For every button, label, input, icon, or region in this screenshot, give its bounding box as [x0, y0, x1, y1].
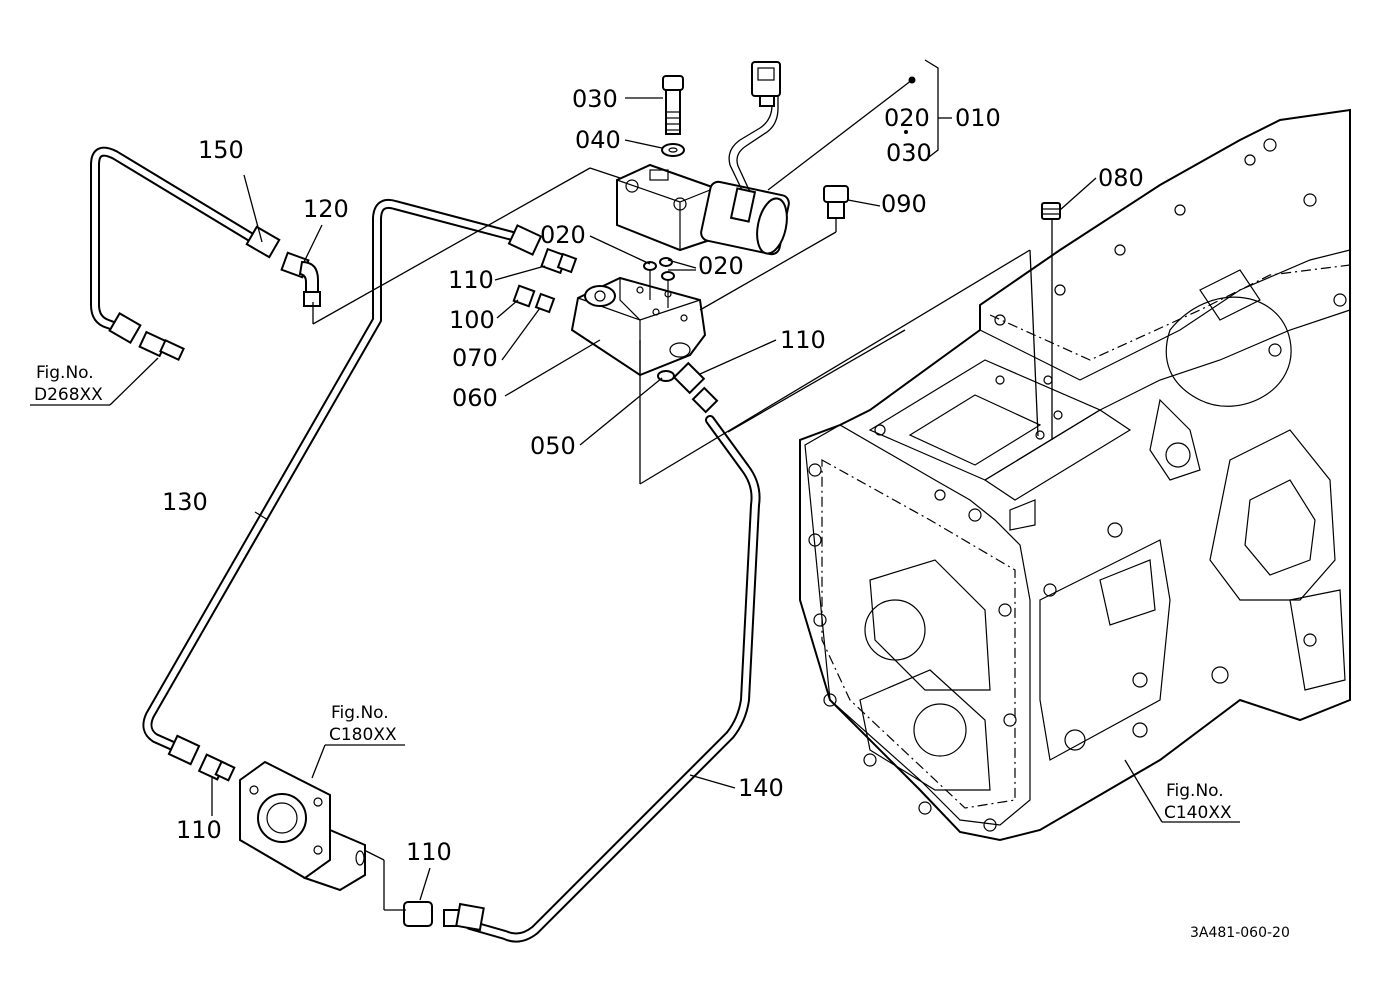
union-110-top [540, 247, 578, 275]
callout-100: 100 [449, 306, 495, 334]
callout-110-left: 110 [176, 816, 222, 844]
callout-020-a: 020 [540, 221, 586, 249]
fig-ref-c140-label: Fig.No. [1166, 781, 1224, 801]
transmission-housing [799, 108, 1351, 842]
callout-030-set: 030 [886, 139, 932, 167]
union-110-left [197, 753, 236, 782]
plug-100 [512, 284, 536, 308]
callout-110-right: 110 [780, 326, 826, 354]
cylinder-block-c180 [239, 760, 366, 892]
callout-120: 120 [303, 195, 349, 223]
valve-body-060 [570, 276, 707, 377]
callout-labels: 030 040 020 010 030 080 090 150 120 020 … [162, 85, 1144, 866]
callout-050: 050 [530, 432, 576, 460]
fig-ref-d268-code: D268XX [34, 385, 103, 405]
callout-140: 140 [738, 774, 784, 802]
callout-070: 070 [452, 344, 498, 372]
callout-150: 150 [198, 136, 244, 164]
drawing-number: 3A481-060-20 [1190, 925, 1290, 941]
leader-lines [30, 59, 1240, 911]
callout-080: 080 [1098, 164, 1144, 192]
callout-090: 090 [881, 190, 927, 218]
figure-references: Fig.No. D268XX Fig.No. C180XX Fig.No. C1… [34, 363, 1232, 823]
callout-110-top: 110 [448, 266, 494, 294]
fig-ref-d268-label: Fig.No. [36, 363, 94, 383]
callout-110-bottom: 110 [406, 838, 452, 866]
callout-010: 010 [955, 104, 1001, 132]
plug-070 [534, 292, 556, 314]
callout-020-b: 020 [698, 252, 744, 280]
pipe-150-nut-upper [245, 225, 281, 259]
callout-060: 060 [452, 384, 498, 412]
pipe-150 [90, 146, 267, 335]
pipe-130 [142, 198, 525, 755]
plug-080 [1041, 202, 1061, 220]
washer-040 [661, 143, 685, 157]
pipe-130-nut-lower [167, 734, 201, 766]
union-110-right [672, 361, 719, 414]
pipe-140 [465, 415, 761, 943]
wire-harness [728, 95, 779, 193]
pipe-130-nut-upper [507, 224, 543, 256]
callout-020-set: 020 [884, 104, 930, 132]
fitting-d268 [138, 330, 185, 361]
fig-ref-c180-label: Fig.No. [331, 703, 389, 723]
bolt-030 [662, 75, 684, 135]
connector [751, 61, 781, 107]
fig-ref-c140-code: C140XX [1164, 803, 1232, 823]
pipe-150-nut-lower [108, 311, 142, 345]
callout-030-bolt: 030 [572, 85, 618, 113]
plug-090 [823, 185, 849, 219]
elbow-120 [280, 251, 321, 307]
callout-130: 130 [162, 488, 208, 516]
callout-040: 040 [575, 126, 621, 154]
fig-ref-c180-code: C180XX [329, 725, 397, 745]
solenoid-valve-010 [616, 163, 790, 256]
union-110-bottom [403, 901, 485, 932]
